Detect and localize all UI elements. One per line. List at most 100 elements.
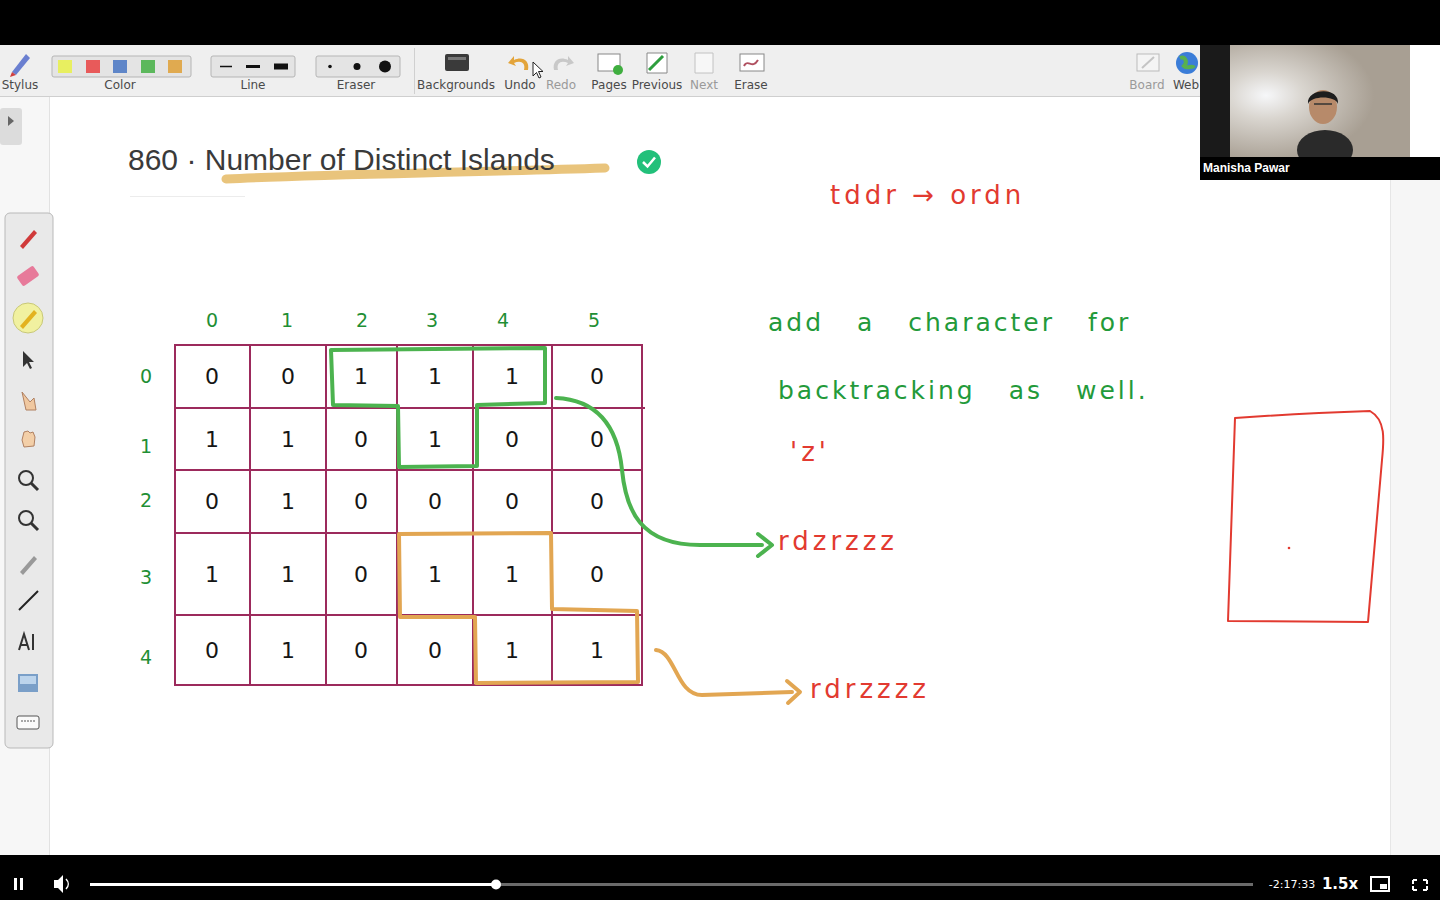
column-index: 4: [497, 311, 509, 330]
drawn-rect: [1200, 45, 1440, 180]
grid-cell: 1: [205, 564, 219, 586]
column-index: 5: [588, 311, 600, 330]
toolbar-label: Stylus: [2, 79, 39, 91]
drawn-line: [130, 196, 245, 197]
drawn-line: [31, 523, 38, 530]
drawn-path: [1228, 411, 1383, 622]
drawn-path: [22, 392, 36, 410]
page-title: 860 · Number of Distinct Islands: [128, 145, 555, 175]
grid-cell: 1: [428, 429, 442, 451]
grid-cell: 1: [281, 640, 295, 662]
drawn-line: [175, 469, 642, 471]
drawn-rect: [211, 56, 295, 77]
grid-cell: 0: [505, 429, 519, 451]
toolbar-label: Erase: [734, 79, 768, 91]
drawn-path: [695, 53, 713, 73]
handwritten-note: add a character for: [768, 310, 1131, 335]
drawn-line: [21, 721, 35, 722]
drawn-path: [399, 533, 638, 683]
drawn-rect: [1390, 180, 1440, 855]
drawn-rect: [52, 56, 191, 77]
drawn-line: [31, 483, 38, 490]
drawn-rect: [58, 60, 72, 73]
drawn-circle: [354, 63, 361, 70]
drawn-path: [22, 431, 35, 447]
drawn-line: [19, 591, 38, 610]
drawn-path: [744, 60, 758, 66]
drawn-line: [0, 96, 1200, 97]
drawn-circle: [1288, 547, 1291, 550]
drawn-line: [1390, 180, 1391, 855]
drawn-rect: [448, 57, 466, 60]
drawn-rect: [18, 674, 38, 692]
drawn-path: [1413, 880, 1427, 890]
drawn-path: [10, 72, 16, 77]
drawn-rect: [20, 676, 36, 684]
row-index: 2: [140, 491, 152, 510]
drawn-rect: [5, 213, 53, 748]
drawn-path: [331, 348, 545, 467]
drawn-path: [12, 54, 30, 75]
drawn-path: [533, 62, 543, 78]
grid-cell: 1: [281, 491, 295, 513]
drawn-path: [647, 53, 667, 73]
drawn-rect: [0, 108, 22, 145]
drawn-rect: [14, 878, 17, 890]
drawn-line: [175, 407, 645, 409]
drawn-path: [23, 351, 34, 369]
drawn-path: [8, 116, 14, 126]
row-index: 1: [140, 437, 152, 456]
grid-cell: 0: [354, 429, 368, 451]
drawn-circle: [613, 65, 623, 75]
grid-cell: 0: [590, 564, 604, 586]
drawn-path: [643, 158, 655, 167]
drawn-rect: [168, 60, 182, 73]
drawn-path: [649, 56, 663, 70]
toolbar-label: Previous: [632, 79, 683, 91]
toolbar-label: Pages: [591, 79, 626, 91]
grid-cell: 1: [205, 429, 219, 451]
drawn-path: [1308, 91, 1338, 104]
drawn-line: [325, 345, 327, 685]
grid-cell: 0: [281, 366, 295, 388]
drawn-line: [1314, 103, 1332, 105]
drawn-rect: [316, 56, 400, 77]
grid-cell: 1: [281, 429, 295, 451]
drawn-rect: [0, 45, 1200, 97]
drawn-line: [90, 883, 1253, 886]
drawn-path: [1180, 58, 1194, 68]
drawn-path: [20, 230, 37, 249]
toolbar-label: Web: [1173, 79, 1199, 91]
column-index: 2: [356, 311, 368, 330]
handwritten-note: 'z': [790, 439, 830, 465]
drawn-rect: [445, 54, 469, 71]
drawn-line: [90, 883, 496, 886]
grid-cell: 0: [590, 429, 604, 451]
drawn-path: [20, 310, 37, 329]
drawn-circle: [13, 303, 43, 333]
grid-cell: 0: [354, 491, 368, 513]
presenter-name: Manisha Pawar: [1203, 162, 1290, 174]
drawn-circle: [328, 65, 332, 69]
drawn-g: [175, 345, 645, 685]
toolbar-label: Line: [240, 79, 265, 91]
handwritten-note: backtracking as well.: [778, 378, 1149, 403]
row-index: 3: [140, 568, 152, 587]
drawn-rect: [740, 54, 764, 71]
grid-cell: 0: [354, 564, 368, 586]
drawn-rect: [86, 60, 100, 73]
handwritten-note: tddr → ordn: [830, 182, 1025, 208]
grid-cell: 0: [205, 640, 219, 662]
drawn-rect: [1200, 157, 1440, 180]
grid-cell: 0: [590, 491, 604, 513]
drawn-line: [274, 64, 288, 70]
island-signature: rdrzzzz: [810, 676, 930, 702]
drawn-rect: [1380, 884, 1387, 889]
drawn-circle: [1176, 52, 1198, 74]
drawn-rect: [20, 878, 23, 890]
grid-cell: 0: [428, 640, 442, 662]
playback-speed: 1.5x: [1322, 877, 1358, 892]
column-index: 1: [281, 311, 293, 330]
drawn-circle: [19, 511, 33, 525]
drawn-rect: [175, 345, 642, 685]
